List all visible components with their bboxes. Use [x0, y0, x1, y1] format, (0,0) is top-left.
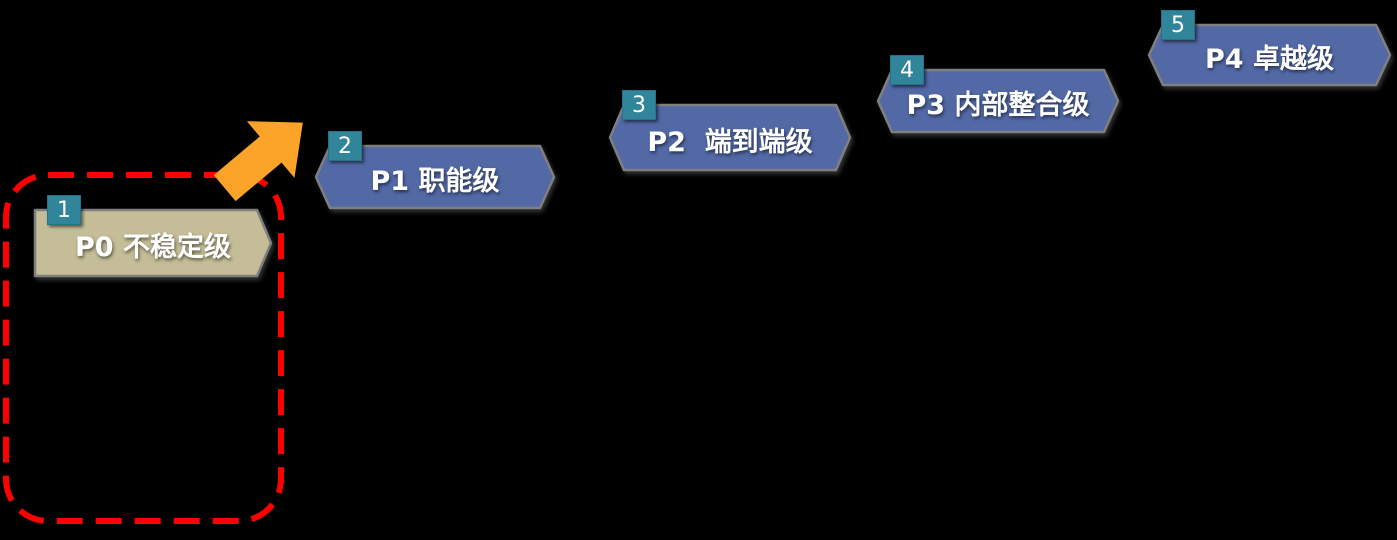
level-label: P3 内部整合级: [906, 90, 1090, 121]
upgrade-arrow-icon: [213, 121, 303, 202]
level-banner-p3: P3 内部整合级 4: [876, 55, 1120, 134]
badge-number: 1: [57, 197, 71, 223]
level-label: P2 端到端级: [647, 126, 813, 158]
current-level-highlight-box: [3, 172, 284, 524]
level-banner-p2: P2 端到端级 3: [608, 90, 852, 172]
level-badge: 2: [328, 131, 362, 161]
red-dashed-rect: [3, 172, 284, 524]
badge-number: 3: [632, 92, 646, 118]
level-banner-p0: P0 不稳定级 1: [33, 195, 273, 278]
badge-number: 4: [900, 57, 914, 83]
badge-number: 5: [1171, 12, 1185, 38]
level-banner-p4: P4 卓越级 5: [1147, 10, 1392, 87]
level-banner-p1: P1 职能级 2: [314, 131, 556, 210]
level-badge: 3: [622, 90, 656, 120]
pentagon-arrow-shape: [33, 208, 273, 278]
level-badge: 4: [890, 55, 924, 85]
badge-number: 2: [338, 133, 352, 159]
level-badge: 1: [47, 195, 81, 225]
level-badge: 5: [1161, 10, 1195, 40]
level-label: P1 职能级: [370, 166, 500, 197]
level-label: P0 不稳定级: [75, 232, 231, 263]
level-label: P4 卓越级: [1205, 44, 1334, 75]
block-arrow-shape: [213, 121, 303, 202]
banner-shape: [33, 208, 273, 278]
